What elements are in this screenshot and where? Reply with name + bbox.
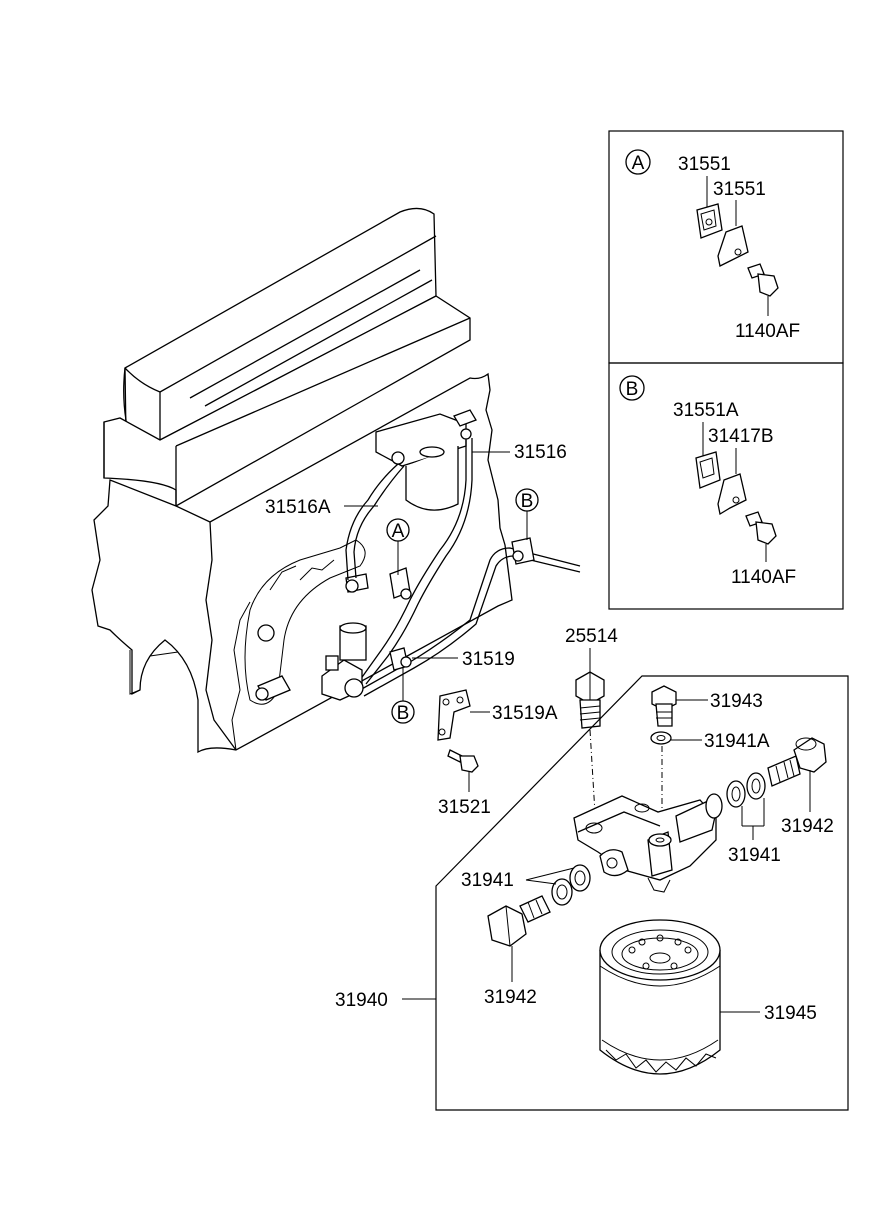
return-line-31519	[359, 547, 581, 697]
filter-head	[573, 793, 723, 893]
label-25514: 25514	[565, 626, 618, 647]
clip-b-on-engine	[389, 647, 412, 671]
label-31516A: 31516A	[265, 497, 331, 518]
label-31516: 31516	[514, 442, 567, 463]
fuel-line-31516	[359, 438, 473, 685]
detail-b-marker: B	[626, 379, 639, 400]
label-31519: 31519	[462, 649, 515, 670]
detail-a-marker: A	[632, 153, 645, 174]
clip-b-right	[511, 537, 535, 565]
bolt-25514: 25514	[565, 626, 618, 831]
washers-31941-right: 31941	[726, 772, 781, 866]
callout-a: A	[386, 518, 410, 575]
label-31941A: 31941A	[704, 731, 770, 752]
detail-b-part1: 31551A	[673, 400, 739, 421]
svg-text:A: A	[392, 521, 405, 542]
detail-a-box: A 31551 31551 1140AF	[608, 130, 844, 364]
detail-b-part3: 1140AF	[731, 567, 796, 588]
label-31519A: 31519A	[492, 703, 558, 724]
bolt-31943: 31943	[651, 685, 763, 727]
label-31941-right: 31941	[728, 845, 781, 866]
label-31942-left: 31942	[484, 987, 537, 1008]
label-31941-left: 31941	[461, 870, 514, 891]
svg-text:B: B	[521, 491, 534, 512]
clip-a-on-engine	[389, 567, 412, 600]
fuel-filter-assembly	[375, 409, 477, 511]
detail-b-box: B 31551A 31417B 1140AF	[608, 362, 844, 610]
bolt-31942-right: 31942	[767, 737, 834, 837]
detail-b-part2: 31417B	[708, 426, 774, 447]
svg-text:B: B	[397, 703, 410, 724]
oil-filter-31945: 31945	[599, 919, 817, 1075]
banjo-fitting	[321, 622, 367, 701]
label-31940: 31940	[335, 990, 388, 1011]
label-31521: 31521	[438, 797, 491, 818]
label-31943: 31943	[710, 691, 763, 712]
callout-b-lower: B	[391, 668, 415, 724]
detail-a-part2: 31551	[713, 179, 766, 200]
label-31945: 31945	[764, 1003, 817, 1024]
bracket-31519A: 31519A	[437, 689, 558, 741]
detail-a-part3: 1140AF	[735, 321, 800, 342]
washers-31941-left: 31941	[461, 864, 591, 906]
label-31942-right: 31942	[781, 816, 834, 837]
callout-b-upper: B	[515, 488, 539, 540]
bolt-31942-left: 31942	[484, 895, 551, 1008]
group-box-31940	[435, 675, 849, 1111]
detail-a-part1: 31551	[678, 154, 731, 175]
bolt-31521: 31521	[438, 749, 491, 818]
